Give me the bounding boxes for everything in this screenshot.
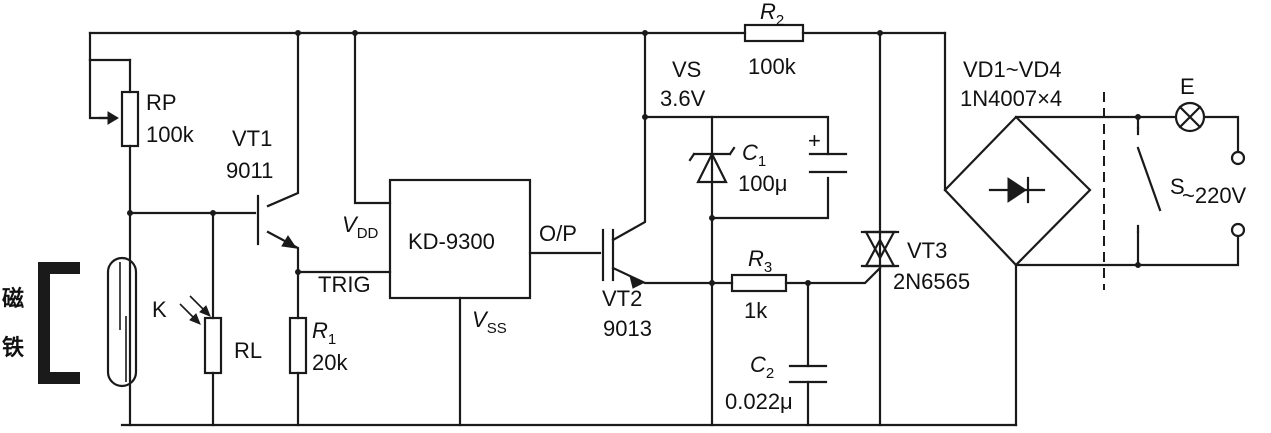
resistor-r2 [743,23,805,43]
c1-value-label: 100μ [738,171,787,196]
r1-value-label: 20k [312,350,348,375]
triac-vt3 [860,230,900,268]
labels: RP 100k VT1 9011 K RL R1 20k VDD TRIG KD… [2,0,1247,414]
bridge-rectifier [943,115,1092,267]
magnet-char-2-label: 铁 [2,335,24,361]
lamp-label: E [1180,74,1195,99]
vt3-value-label: 2N6565 [893,269,970,294]
switch-label: S [1170,174,1185,199]
r3-label: R3 [748,246,772,276]
transistor-vt1 [256,194,298,249]
c1-plus-label: + [808,128,821,153]
vdd-label: VDD [342,212,379,242]
ic-kd9300 [388,178,532,300]
vss-label: VSS [472,307,507,337]
zener-diode-vs [688,146,736,184]
mains-label: ~220V [1182,183,1247,208]
potentiometer-rp [98,90,140,148]
c2-value-label: 0.022μ [725,389,793,414]
wires [88,31,1240,427]
resistor-r1 [288,316,308,375]
vt1-name-label: VT1 [232,126,272,151]
ic-label: KD-9300 [408,229,495,254]
photoresistor-rl [179,295,223,375]
ac-terminals [1230,150,1246,238]
r3-value-label: 1k [744,298,768,323]
vt1-value-label: 9011 [226,158,273,183]
junction-dots [127,30,1141,286]
rp-value-label: 100k [146,122,195,147]
vs-name-label: VS [672,57,701,82]
capacitor-c1 [808,152,848,174]
capacitor-c2 [788,364,828,384]
reed-switch-k [106,256,138,388]
vt2-name-label: VT2 [602,286,642,311]
c2-label: C2 [750,352,774,382]
op-label: O/P [539,221,577,246]
switch-s [1136,146,1162,234]
vt2-value-label: 9013 [603,316,652,341]
vs-value-label: 3.6V [660,86,706,111]
rl-label: RL [234,338,262,363]
r1-label: R1 [312,318,336,348]
trig-label: TRIG [318,272,371,297]
c1-label: C1 [742,140,766,170]
magnet-icon [38,262,80,384]
rp-name-label: RP [146,90,177,115]
lamp-e [1174,101,1206,133]
bridge-name-label: VD1~VD4 [963,57,1061,82]
vt3-name-label: VT3 [907,238,947,263]
resistor-r3 [730,273,788,293]
r2-value-label: 100k [748,54,797,79]
bridge-value-label: 1N4007×4 [960,86,1062,111]
r2-label: R2 [760,0,784,29]
magnet-char-1-label: 磁 [2,286,24,312]
transistor-vt2 [601,228,645,289]
k-label: K [152,297,167,322]
